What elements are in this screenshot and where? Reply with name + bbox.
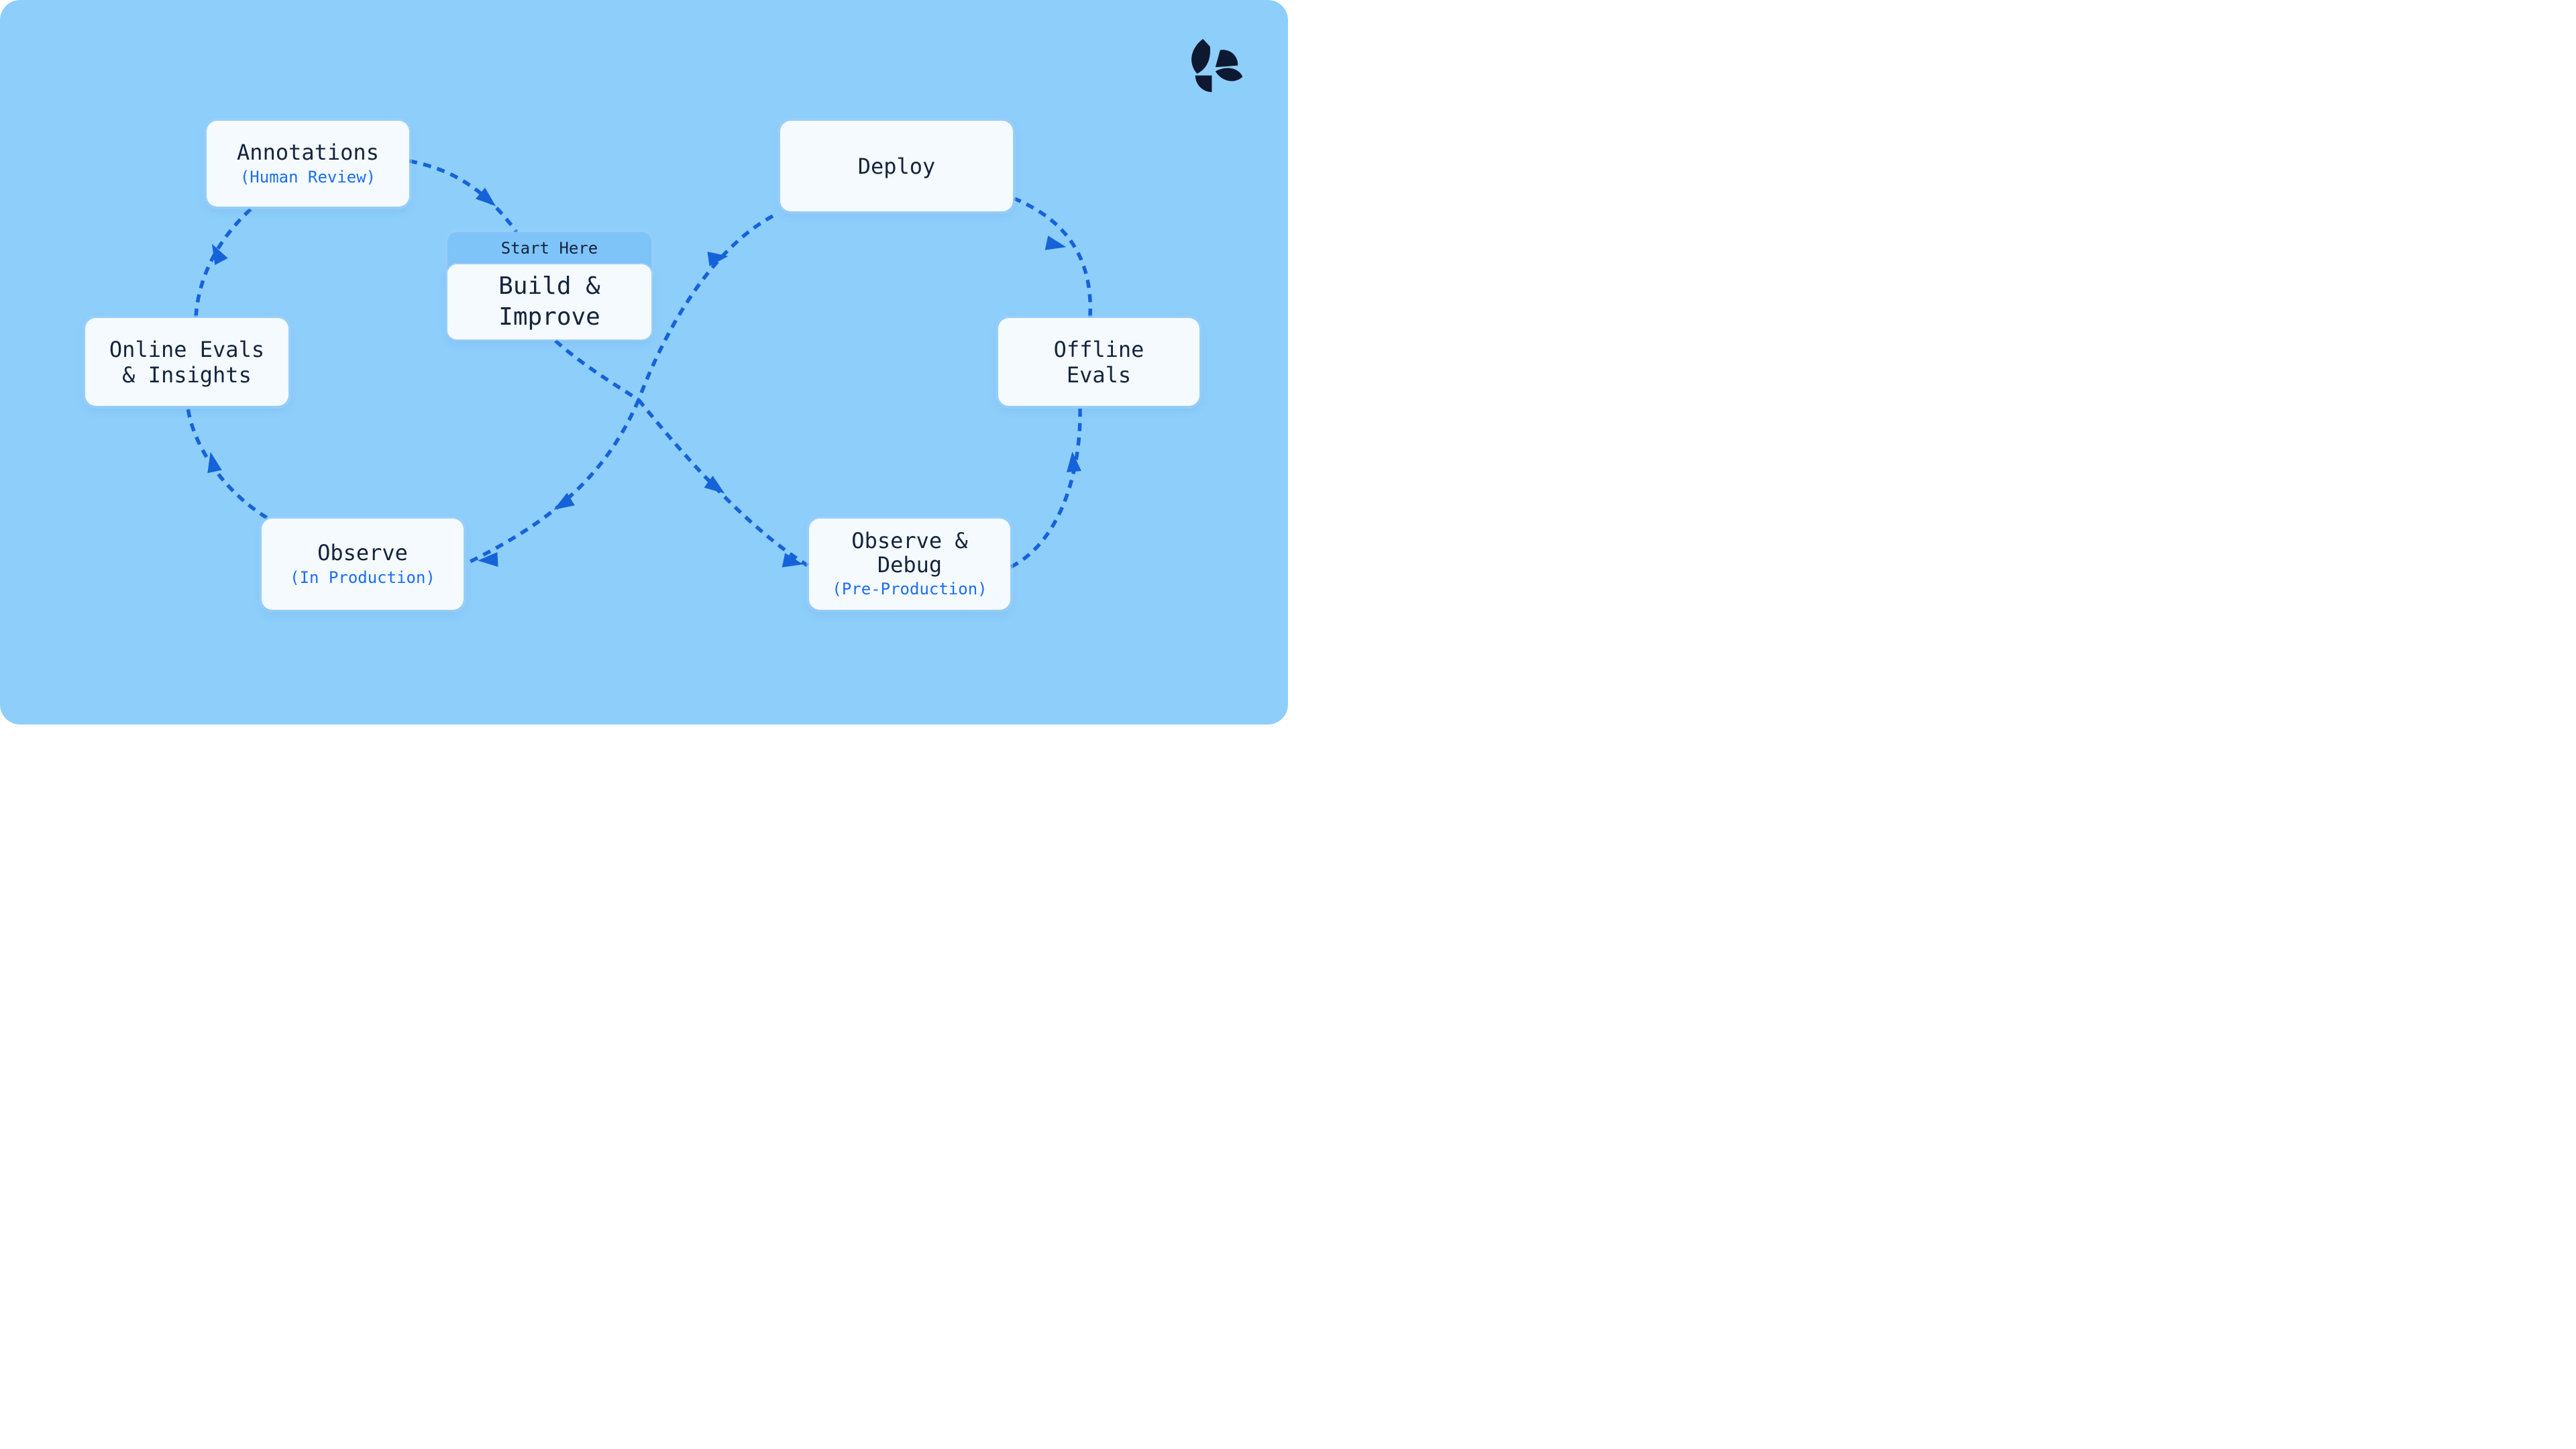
node-subtitle: (Human Review) xyxy=(239,168,376,186)
node-title-line2: & Insights xyxy=(122,362,252,388)
arc-annotations-to-start xyxy=(409,159,519,233)
node-offline-evals: Offline Evals xyxy=(998,318,1199,406)
node-title: Observe & xyxy=(851,528,968,553)
arrowhead xyxy=(475,187,496,207)
arrowhead xyxy=(1044,235,1067,250)
arc-cross-to-observe-debug xyxy=(637,398,809,568)
node-title-line2: Improve xyxy=(498,303,600,331)
arrowhead xyxy=(1067,451,1081,472)
node-subtitle: (In Production) xyxy=(290,568,435,587)
node-title: Annotations xyxy=(237,140,379,165)
start-here-label: Start Here xyxy=(500,239,598,258)
node-title: Online Evals xyxy=(109,336,265,362)
flow-arrows-layer xyxy=(186,159,1093,569)
node-title: Deploy xyxy=(857,153,936,179)
logo-petal-bottom-left xyxy=(1195,75,1212,93)
node-title-line2: Evals xyxy=(1066,362,1132,388)
node-build-improve: Start Here Build & Improve xyxy=(447,232,651,339)
logo-petal-top-right xyxy=(1215,50,1238,68)
arc-offline-to-deploy xyxy=(1013,197,1093,317)
arrowhead xyxy=(211,244,228,266)
build-improve-card: Build & Improve xyxy=(447,264,651,339)
node-title: Observe xyxy=(317,540,408,566)
arrowhead xyxy=(478,552,498,567)
logo-petal-bottom-right xyxy=(1215,68,1243,81)
diagram-canvas: Annotations (Human Review) Online Evals … xyxy=(0,0,1288,724)
brand-logo-icon xyxy=(1191,39,1243,93)
arc-cross-to-observe xyxy=(465,398,641,566)
screenshot-stage: Annotations (Human Review) Online Evals … xyxy=(0,0,1288,724)
node-observe: Observe (In Production) xyxy=(262,519,464,610)
arc-build-to-cross xyxy=(554,339,640,402)
arrowhead xyxy=(782,553,804,568)
arc-deploy-to-cross xyxy=(637,214,774,400)
arrowhead xyxy=(707,252,729,266)
node-annotations: Annotations (Human Review) xyxy=(207,121,409,207)
node-title: Build & xyxy=(498,272,600,300)
arrowhead xyxy=(553,492,575,510)
arc-observe-to-online xyxy=(186,407,268,520)
node-title: Offline xyxy=(1053,336,1144,362)
node-subtitle: (Pre-Production) xyxy=(832,580,987,598)
logo-petal-top-left xyxy=(1191,39,1211,74)
node-deploy: Deploy xyxy=(780,121,1013,211)
arc-observe-debug-to-offline xyxy=(1010,407,1082,569)
arrowhead xyxy=(704,476,725,494)
arc-online-to-annotations xyxy=(194,205,255,317)
node-observe-debug: Observe & Debug (Pre-Production) xyxy=(809,519,1010,610)
node-online-evals: Online Evals & Insights xyxy=(85,318,288,406)
arrowhead xyxy=(207,451,222,474)
node-title-line2: Debug xyxy=(877,552,943,578)
